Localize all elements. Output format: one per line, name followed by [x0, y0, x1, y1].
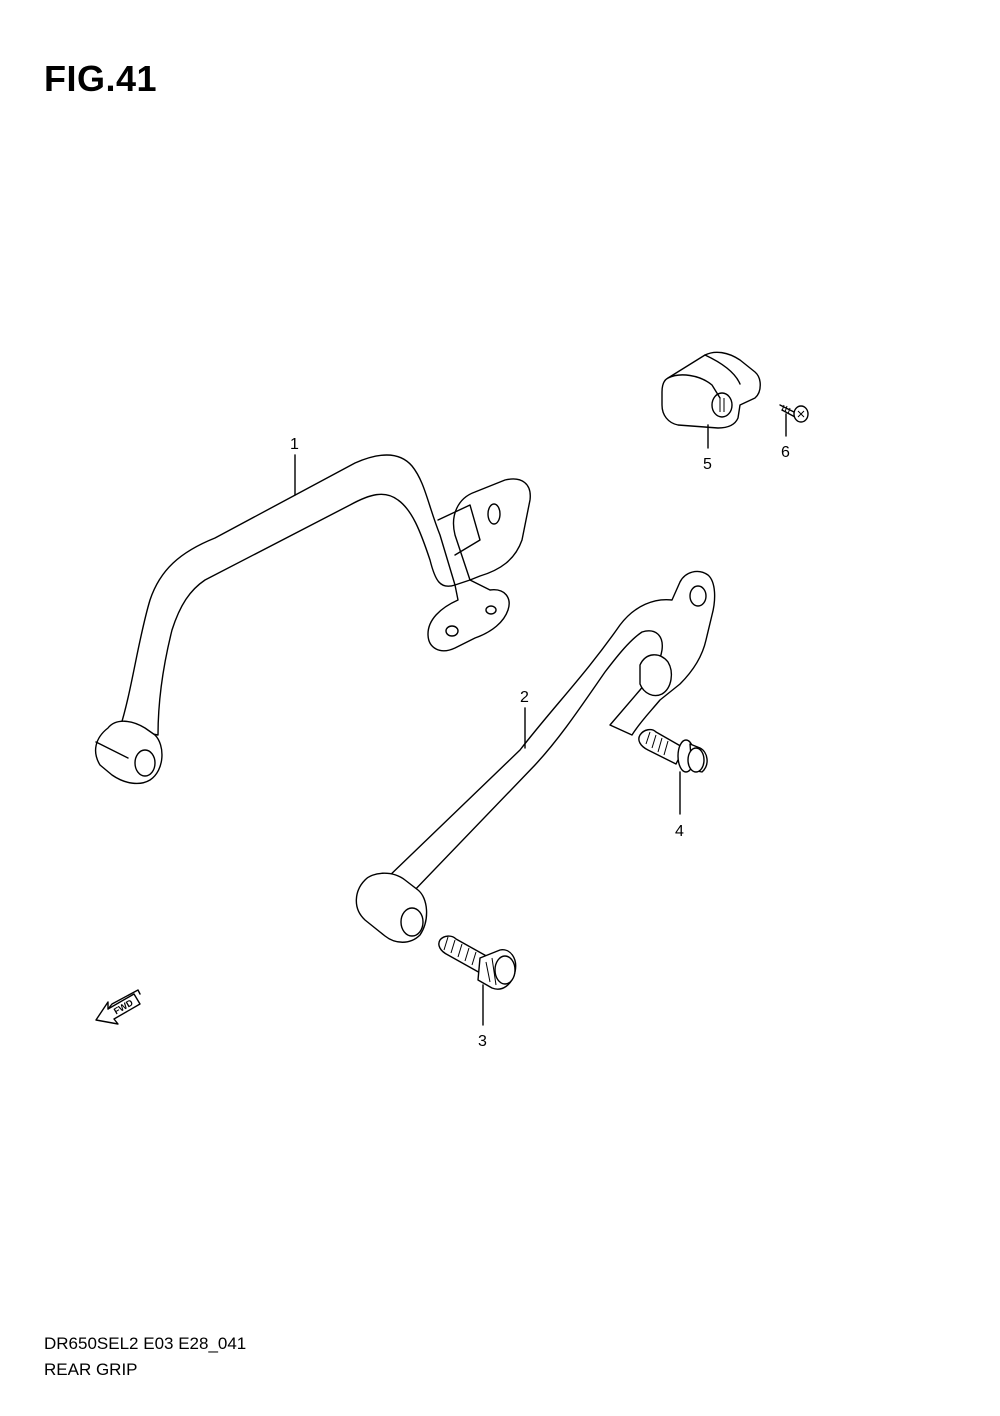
rear-grip-right-icon [355, 570, 716, 943]
model-code: DR650SEL2 E03 E28_041 [44, 1334, 247, 1353]
callout-labels: 1 2 3 4 5 6 [290, 436, 790, 1050]
callout-5: 5 [703, 456, 712, 473]
rear-grip-left-icon [94, 454, 531, 785]
fwd-arrow-icon: FWD [95, 989, 141, 1025]
callout-6: 6 [781, 444, 790, 461]
callout-1: 1 [290, 436, 299, 453]
callout-4: 4 [675, 823, 684, 840]
reflector-holder-icon [661, 351, 761, 429]
screw-icon [779, 404, 809, 423]
socket-bolt-icon [438, 935, 517, 990]
callout-2: 2 [520, 689, 529, 706]
figure-title: FIG.41 [44, 58, 158, 99]
leader-lines [294, 413, 787, 1026]
flange-bolt-icon [638, 728, 708, 773]
callout-3: 3 [478, 1033, 487, 1050]
section-title: REAR GRIP [44, 1360, 138, 1379]
